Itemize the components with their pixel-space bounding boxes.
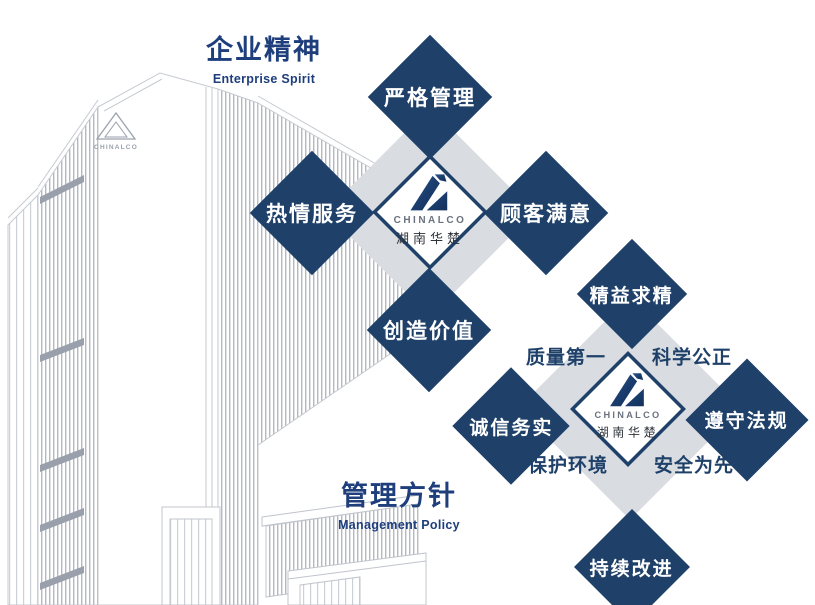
chinalco-mark-icon	[410, 174, 448, 211]
building-logo-text: CHINALCO	[94, 144, 138, 151]
diamond-warm-service-label: 热情服务	[266, 203, 358, 226]
logo-company-text: 湖南华楚	[395, 231, 464, 246]
diamond-comply-regulations-label: 遵守法规	[704, 411, 790, 433]
enterprise-spirit-heading: 企业精神 Enterprise Spirit	[206, 28, 322, 86]
diamond-integrity-pragmatism-label: 诚信务实	[468, 417, 554, 439]
label-protect-environment: 保护环境	[527, 455, 609, 477]
diamond-customer-satisfaction-label: 顾客满意	[500, 203, 592, 226]
diamond-strive-for-excellence-label: 精益求精	[589, 285, 675, 307]
diamond-continuous-improvement-label: 持续改进	[589, 558, 675, 580]
enterprise-spirit-title: 企业精神	[206, 35, 322, 65]
logo-company-text: 湖南华楚	[596, 425, 660, 440]
diamond-strict-management-label: 严格管理	[384, 87, 476, 110]
logo-brand-text: CHINALCO	[594, 410, 662, 421]
management-policy-subtitle: Management Policy	[338, 518, 460, 532]
label-scientific-fairness: 科学公正	[651, 347, 733, 369]
enterprise-spirit-subtitle: Enterprise Spirit	[212, 72, 316, 86]
management-policy-heading: 管理方针 Management Policy	[338, 474, 460, 532]
management-center-logo: CHINALCO 湖南华楚	[595, 371, 662, 440]
logo-brand-text: CHINALCO	[393, 215, 467, 226]
building-logo: CHINALCO	[94, 111, 138, 151]
building-podium	[261, 494, 427, 605]
label-quality-first: 质量第一	[525, 347, 607, 369]
building-entrance	[161, 506, 221, 605]
diamond-continuous-improvement: 持续改进	[574, 509, 690, 605]
enterprise-center-logo: CHINALCO 湖南华楚	[394, 172, 467, 247]
diamond-customer-satisfaction: 顾客满意	[483, 150, 609, 276]
label-safety-first: 安全为先	[653, 455, 735, 477]
management-policy-title: 管理方针	[341, 481, 457, 511]
diamond-create-value-label: 创造价值	[383, 320, 475, 343]
chinalco-mark-icon	[610, 373, 645, 407]
building-accent-bands	[40, 175, 84, 590]
